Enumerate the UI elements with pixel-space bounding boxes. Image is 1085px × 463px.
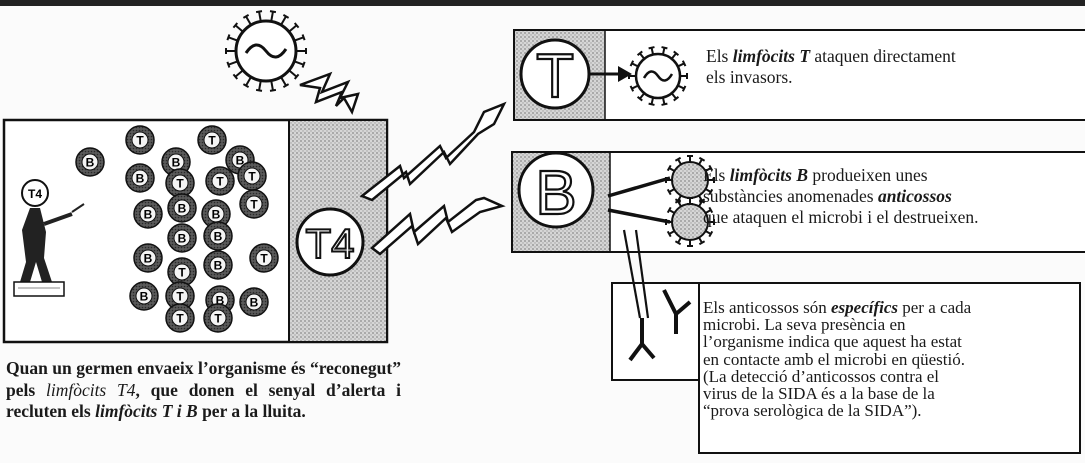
specific-term: específics xyxy=(830,298,899,317)
lymphocyte-cell: T xyxy=(249,243,279,273)
lymphocyte-cell: T xyxy=(239,189,269,219)
lymphocyte-cell: T xyxy=(237,161,267,191)
lymphocyte-cell-label: T xyxy=(250,198,258,212)
lymphocyte-cell-label: T xyxy=(248,170,256,184)
lymphocyte-cell: B xyxy=(133,199,163,229)
t-text-part: els invasors. xyxy=(706,67,793,87)
lymphocyte-cell: B xyxy=(239,287,269,317)
top-edge-strip xyxy=(0,0,1085,6)
lymphocyte-cell-label: T xyxy=(260,252,268,266)
b-lymphocyte-panel: B xyxy=(511,151,1085,253)
ab-text-part: virus de la SIDA és a la base de la xyxy=(703,384,935,404)
lymphocyte-cell-label: B xyxy=(136,172,145,186)
t4-lymphocyte-figure: T4 xyxy=(13,179,85,297)
lymphocyte-cell: T xyxy=(165,281,195,311)
lymphocyte-cell-label: B xyxy=(216,294,225,308)
ab-text-part: “prova serològica de la SIDA”). xyxy=(703,401,922,421)
lymphocyte-cell: T xyxy=(203,303,233,333)
t4-term: limfòcits T4 xyxy=(45,379,136,400)
main-caption: Quan un germen envaeix l’organisme és “r… xyxy=(6,358,401,423)
antibody-term: anticossos xyxy=(877,186,952,206)
lymphocyte-cell-label: T xyxy=(208,134,216,148)
lymphocyte-cell-label: T xyxy=(178,266,186,280)
b-lymphocyte-term: limfòcits B xyxy=(729,165,809,185)
lymphocyte-cell: B xyxy=(203,221,233,251)
lymphocyte-cell-label: B xyxy=(144,252,153,266)
b-panel-letter: B xyxy=(535,159,576,228)
lymphocyte-cell: B xyxy=(133,243,163,273)
bolt-virus-to-t4 xyxy=(299,71,360,116)
lymphocyte-cell-label: B xyxy=(214,259,223,273)
b-text-part: produeixen unes xyxy=(808,165,928,185)
lymphocyte-cell: B xyxy=(203,250,233,280)
ab-text-part: Els anticossos són xyxy=(703,298,831,317)
b-text-part: que ataquen el microbi i el destrueixen. xyxy=(703,207,979,227)
bolt-to-b-panel xyxy=(370,196,506,256)
lymphocyte-cell: B xyxy=(125,163,155,193)
lymphocyte-cell: T xyxy=(167,257,197,287)
ab-text-part: (La detecció d’anticossos contra el xyxy=(703,366,940,386)
lymphocyte-cell: T xyxy=(165,303,195,333)
t-lymphocyte-panel: T xyxy=(513,29,1085,121)
b-text-part: Els xyxy=(703,165,730,185)
lymphocyte-cell-label: B xyxy=(214,230,223,244)
caption-part: , que donen el senyal d’alerta i reclute… xyxy=(6,379,401,422)
ab-text-part: en contacte amb el microbi en qüestió. xyxy=(703,349,965,369)
lymphocyte-cell-label: B xyxy=(212,208,221,222)
b-panel-description: Els limfòcits B produeixen unes substànc… xyxy=(703,165,1083,228)
bolt-to-t-panel xyxy=(359,101,507,202)
lymphocyte-cell-label: B xyxy=(250,296,259,310)
t-lymphocyte-term: limfòcits T xyxy=(732,46,811,66)
t-panel-description: Els limfòcits T ataquen directament els … xyxy=(706,46,1046,88)
lymphocyte-cell-label: T xyxy=(136,134,144,148)
lymphocyte-cell: T xyxy=(205,166,235,196)
lymphocyte-cell: T xyxy=(125,125,155,155)
lymphocyte-cell: B xyxy=(167,193,197,223)
caption-part: per a la lluita. xyxy=(197,401,306,421)
t4-signal-cell: T4 xyxy=(295,207,365,277)
lymphocyte-cell-label: T xyxy=(176,312,184,326)
teacher-t4-label: T4 xyxy=(28,187,42,201)
lymphocyte-cell-label: T xyxy=(176,290,184,304)
antibody-panel xyxy=(611,229,1081,454)
antibody-y-2-icon xyxy=(662,289,692,334)
t-panel-letter: T xyxy=(536,42,574,111)
lymphocyte-cell: T xyxy=(197,125,227,155)
lymphocyte-cell: T xyxy=(165,168,195,198)
lymphocyte-cell-label: B xyxy=(236,154,245,168)
caption-part: Quan un germen envaeix l’organisme és “r… xyxy=(6,358,401,400)
virus-invader xyxy=(225,10,307,92)
lymphocyte-cell-label: B xyxy=(178,232,187,246)
ab-text-part: per a cada xyxy=(898,298,972,317)
ab-text-part: l’organisme indica que aquest ha estat xyxy=(703,332,962,352)
lymphocyte-cell-label: T xyxy=(214,312,222,326)
signal-t4-label: T4 xyxy=(305,220,354,267)
lymphocyte-cell: B xyxy=(75,147,105,177)
lymphocyte-cell-label: B xyxy=(86,156,95,170)
lymphocyte-cell-label: B xyxy=(172,156,181,170)
t-and-b-term: limfòcits T i B xyxy=(95,401,198,421)
lymphocyte-cell-label: B xyxy=(144,208,153,222)
b-text-part: substàncies anomenades xyxy=(703,186,878,206)
lymphocyte-cell: B xyxy=(167,223,197,253)
ab-text-part: microbi. La seva presència en xyxy=(703,315,906,335)
lymphocyte-cell-label: B xyxy=(140,290,149,304)
lymphocyte-cell-label: T xyxy=(216,175,224,189)
t-text-part: Els xyxy=(706,46,733,66)
antibody-description: Els anticossos són específics per a cada… xyxy=(703,299,1073,419)
lymphocyte-cell-label: B xyxy=(178,202,187,216)
lymphocyte-cell-label: T xyxy=(176,177,184,191)
t-text-part: ataquen directament xyxy=(810,46,956,66)
lymphocyte-cell: B xyxy=(129,281,159,311)
antibody-y-1-icon xyxy=(628,318,656,362)
